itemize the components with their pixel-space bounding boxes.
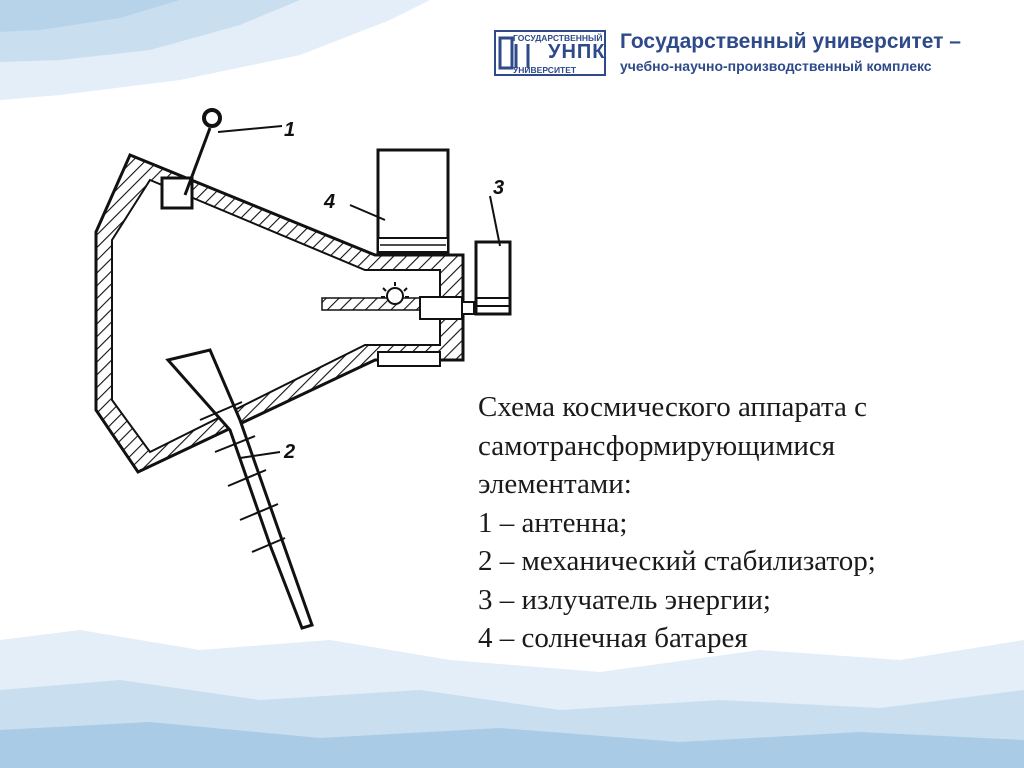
logo-line-bottom: УНИВЕРСИТЕТ (513, 65, 577, 75)
energy-emitter (474, 240, 512, 316)
header-subtitle: учебно-научно-производственный комплекс (620, 58, 932, 74)
antenna (160, 108, 222, 210)
university-logo (494, 30, 606, 76)
caption-line: элементами: (478, 468, 632, 500)
header-title: Государственный университет – (620, 30, 961, 53)
mechanical-stabilizer (165, 348, 314, 630)
logo-line-top: ГОСУДАРСТВЕННЫЙ (513, 33, 603, 43)
caption-line: 4 – солнечная батарея (478, 622, 748, 654)
diagram-caption: Схема космического аппарата с самотрансф… (478, 388, 998, 658)
callout-1: 1 (284, 119, 295, 141)
caption-line: Схема космического аппарата с (478, 391, 867, 423)
callout-2: 2 (283, 441, 295, 463)
logo-line-mid: УНПК (548, 41, 606, 63)
caption-line: самотрансформирующимися (478, 429, 836, 462)
callout-3: 3 (493, 177, 504, 199)
caption-line: 3 – излучатель энергии; (478, 583, 771, 616)
callout-4: 4 (323, 191, 335, 213)
leader-line-3 (489, 195, 501, 247)
solar-battery (376, 148, 450, 254)
leader-line-1 (217, 125, 283, 133)
caption-line: 1 – антенна; (478, 506, 628, 539)
leader-line-2 (239, 451, 281, 459)
leader-line-4 (349, 204, 386, 221)
caption-line: 2 – механический стабилизатор; (478, 545, 876, 577)
